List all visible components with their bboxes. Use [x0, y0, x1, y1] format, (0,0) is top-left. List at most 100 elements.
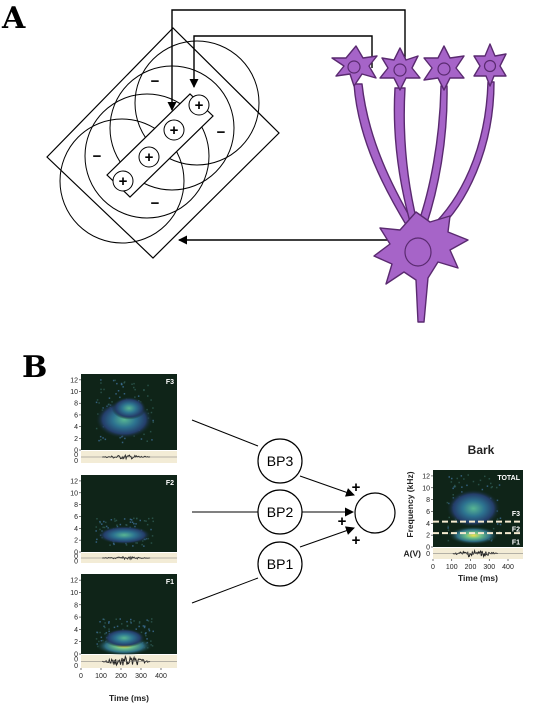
noise-speckle — [131, 383, 133, 385]
amp-tick-label: 0 — [74, 656, 78, 663]
noise-speckle — [133, 382, 135, 385]
line-f3-to-bp3 — [191, 419, 259, 447]
noise-speckle — [95, 541, 98, 543]
noise-speckle — [150, 411, 153, 414]
noise-speckle — [447, 525, 449, 528]
noise-speckle — [450, 481, 453, 483]
noise-speckle — [491, 486, 493, 488]
noise-speckle — [143, 626, 146, 629]
sum-plus-sign: + — [352, 532, 361, 549]
noise-speckle — [126, 524, 128, 526]
noise-speckle — [458, 481, 460, 484]
noise-speckle — [143, 520, 146, 522]
noise-speckle — [104, 626, 106, 629]
noise-speckle — [116, 625, 119, 628]
center-circle — [138, 146, 160, 168]
noise-speckle — [151, 517, 154, 519]
noise-speckle — [108, 628, 110, 630]
noise-speckle — [146, 523, 149, 526]
noise-speckle — [133, 522, 135, 525]
noise-speckle — [466, 484, 468, 487]
receptive-field-group: + + + + − − − − — [46, 27, 280, 259]
summation-node: + + + — [338, 479, 396, 549]
noise-speckle — [149, 430, 152, 433]
noise-speckle — [98, 402, 100, 404]
y-tick-label: 10 — [70, 590, 78, 597]
band-tag: F1 — [512, 540, 520, 547]
noise-speckle — [132, 545, 134, 547]
filter-connections — [191, 419, 355, 604]
noise-speckle — [143, 433, 145, 436]
y-tick-label: 4 — [74, 627, 78, 634]
nucleus — [483, 59, 497, 73]
noise-speckle — [454, 485, 457, 488]
y-tick-label: 0 — [74, 448, 78, 455]
y-tick-label: 0 — [426, 545, 430, 552]
y-tick-label: 8 — [74, 502, 78, 509]
noise-speckle — [112, 379, 115, 382]
y-tick-label: 0 — [74, 652, 78, 659]
panel-b-label: B — [22, 350, 47, 385]
noise-speckle — [123, 381, 126, 383]
noise-speckle — [111, 401, 113, 403]
y-tick-label: 12 — [70, 578, 78, 585]
noise-speckle — [152, 520, 154, 523]
noise-speckle — [148, 629, 151, 632]
noise-speckle — [451, 477, 453, 480]
noise-speckle — [139, 519, 141, 522]
y-tick-label: 6 — [74, 514, 78, 521]
noise-speckle — [104, 622, 106, 624]
noise-speckle — [147, 395, 149, 397]
x-tick-label: 0 — [431, 564, 435, 571]
noise-speckle — [144, 632, 147, 635]
y-tick-label: 12 — [422, 473, 430, 480]
y-tick-label: 6 — [426, 509, 430, 516]
x-tick-label: 400 — [155, 673, 167, 680]
noise-speckle — [152, 407, 154, 409]
noise-speckle — [104, 438, 107, 441]
arrow-bp1-to-sum — [299, 526, 355, 548]
bp1-circle — [257, 541, 303, 587]
energy-blob — [111, 396, 147, 420]
noise-speckle — [110, 519, 113, 521]
noise-speckle — [145, 634, 147, 637]
y-tick-label: 2 — [74, 436, 78, 443]
x-tick-label: 300 — [483, 564, 495, 571]
noise-speckle — [447, 527, 449, 529]
x-axis-title: Time (ms) — [109, 693, 149, 703]
noise-speckle — [104, 633, 106, 635]
noise-speckle — [114, 520, 116, 522]
noise-speckle — [105, 525, 108, 528]
noise-speckle — [479, 479, 482, 482]
noise-speckle — [114, 379, 116, 382]
center-plus-sign: + — [195, 97, 204, 114]
line-f1-to-bp1 — [191, 577, 259, 604]
noise-speckle — [135, 523, 137, 525]
noise-speckle — [115, 393, 117, 395]
x-axis-title: Time (ms) — [458, 573, 498, 583]
noise-speckle — [134, 388, 136, 391]
neuron-group — [331, 43, 507, 323]
panel-a-label: A — [1, 1, 26, 36]
noise-speckle — [102, 618, 105, 620]
noise-speckle — [103, 618, 106, 621]
noise-speckle — [99, 522, 101, 524]
noise-speckle — [100, 388, 102, 391]
noise-speckle — [134, 525, 136, 528]
noise-speckle — [138, 622, 141, 624]
noise-speckle — [100, 379, 102, 381]
noise-speckle — [145, 520, 147, 522]
noise-speckle — [96, 538, 98, 541]
noise-speckle — [96, 631, 98, 634]
sum-plus-sign: + — [338, 513, 347, 530]
center-circle — [163, 119, 185, 141]
noise-speckle — [486, 485, 489, 487]
noise-speckle — [105, 521, 107, 524]
surround-minus-sign: − — [151, 73, 160, 90]
noise-speckle — [129, 521, 132, 523]
noise-speckle — [447, 529, 450, 531]
noise-speckle — [496, 523, 499, 525]
noise-speckle — [122, 386, 124, 388]
center-plus-sign: + — [145, 149, 154, 166]
energy-blob — [448, 526, 499, 545]
